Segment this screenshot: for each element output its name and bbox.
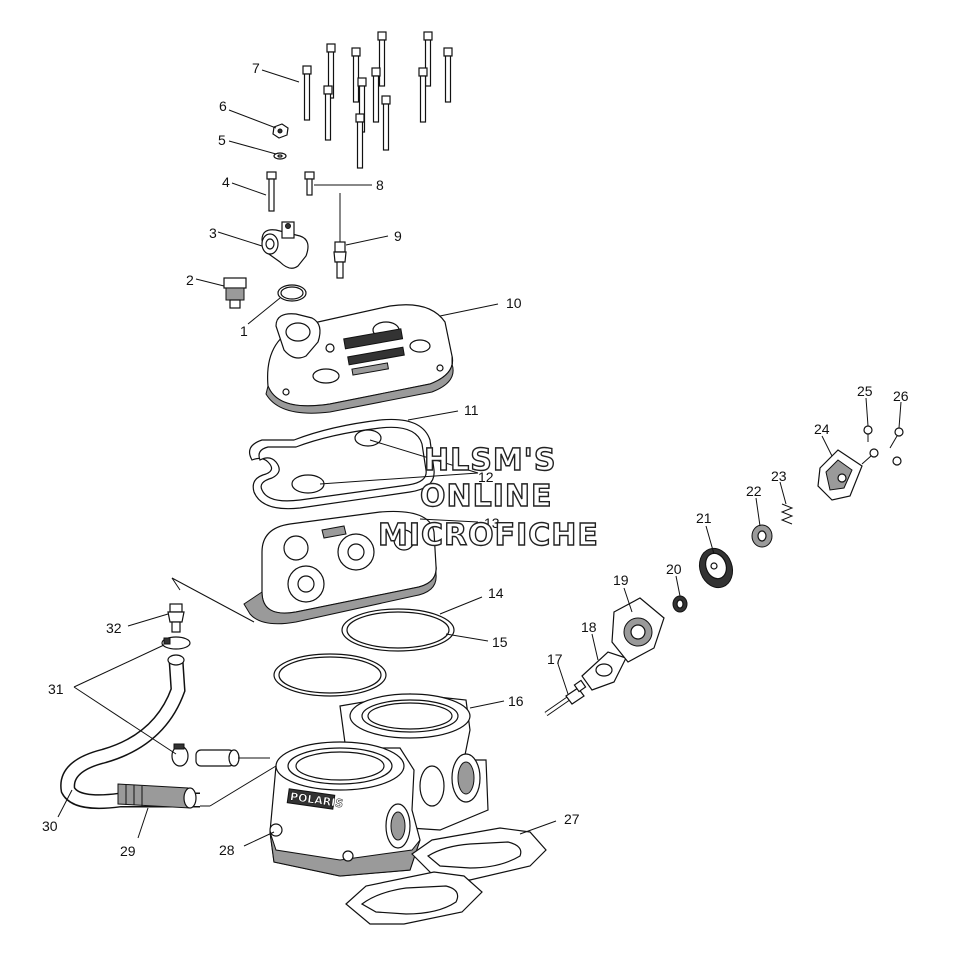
fitting-17 xyxy=(544,679,587,717)
screw-25 xyxy=(863,425,873,442)
callout-9: 9 xyxy=(394,228,402,244)
callout-18: 18 xyxy=(581,619,597,635)
hose-clamp-lower xyxy=(171,743,189,767)
callout-6: 6 xyxy=(219,98,227,114)
o-ring xyxy=(277,284,307,302)
cylinder-head xyxy=(243,510,437,625)
watermark-line-3: MICROFICHE xyxy=(378,518,599,553)
watermark-line-1: HLSM'S xyxy=(424,443,556,478)
temp-sensor xyxy=(333,193,347,279)
callout-31: 31 xyxy=(48,681,64,697)
cylinder-rear xyxy=(339,693,489,831)
watermark-line-2: ONLINE xyxy=(420,479,553,514)
hose-29 xyxy=(117,749,240,809)
thermostat xyxy=(223,277,247,309)
callout-29: 29 xyxy=(120,843,136,859)
callout-21: 21 xyxy=(696,510,712,526)
callout-22: 22 xyxy=(746,483,762,499)
short-bolt-4 xyxy=(266,171,277,212)
callout-12: 12 xyxy=(478,469,494,485)
fitting-32 xyxy=(167,603,185,633)
callout-1: 1 xyxy=(240,323,248,339)
callout-32: 32 xyxy=(106,620,122,636)
impeller-21 xyxy=(698,547,734,589)
callout-19: 19 xyxy=(613,572,629,588)
callout-7: 7 xyxy=(252,60,260,76)
callout-20: 20 xyxy=(666,561,682,577)
washer xyxy=(273,152,287,160)
base-gasket-15 xyxy=(273,653,387,697)
bearing-22 xyxy=(751,524,773,548)
short-bolt-8 xyxy=(304,171,315,196)
callout-28: 28 xyxy=(219,842,235,858)
callout-27: 27 xyxy=(564,811,580,827)
nut xyxy=(272,123,289,139)
head-bolts xyxy=(302,31,453,169)
seal-20 xyxy=(672,595,688,613)
base-gasket-14 xyxy=(341,608,455,652)
spring-23 xyxy=(780,503,794,525)
watermark: HLSM'S ONLINE MICROFICHE xyxy=(377,442,599,553)
leader-lines xyxy=(57,69,902,847)
callout-16: 16 xyxy=(508,693,524,709)
callout-23: 23 xyxy=(771,468,787,484)
head-cover xyxy=(265,304,454,414)
callout-25: 25 xyxy=(857,383,873,399)
screws-26 xyxy=(861,427,904,466)
callout-10: 10 xyxy=(506,295,522,311)
gasket-18 xyxy=(581,651,627,691)
callout-26: 26 xyxy=(893,388,909,404)
exhaust-gasket-27 xyxy=(345,827,547,925)
callout-8: 8 xyxy=(376,177,384,193)
hose-clamp-upper xyxy=(161,636,191,650)
callout-30: 30 xyxy=(42,818,58,834)
head-gasket xyxy=(249,418,435,510)
thermostat-housing xyxy=(261,221,309,269)
callout-labels: 1 2 3 4 5 6 7 8 9 10 11 12 13 14 15 16 1… xyxy=(42,60,909,859)
callout-15: 15 xyxy=(492,634,508,650)
cylinder-front: POLARIS xyxy=(269,741,421,877)
pump-cover-24 xyxy=(817,449,863,501)
callout-13: 13 xyxy=(484,515,500,531)
callout-11: 11 xyxy=(464,402,479,418)
callout-17: 17 xyxy=(547,651,563,667)
callout-5: 5 xyxy=(218,132,226,148)
callout-3: 3 xyxy=(209,225,217,241)
callout-24: 24 xyxy=(814,421,830,437)
callout-2: 2 xyxy=(186,272,194,288)
callout-14: 14 xyxy=(488,585,504,601)
hose-30 xyxy=(60,654,200,810)
pump-housing-19 xyxy=(611,597,665,663)
callout-4: 4 xyxy=(222,174,230,190)
